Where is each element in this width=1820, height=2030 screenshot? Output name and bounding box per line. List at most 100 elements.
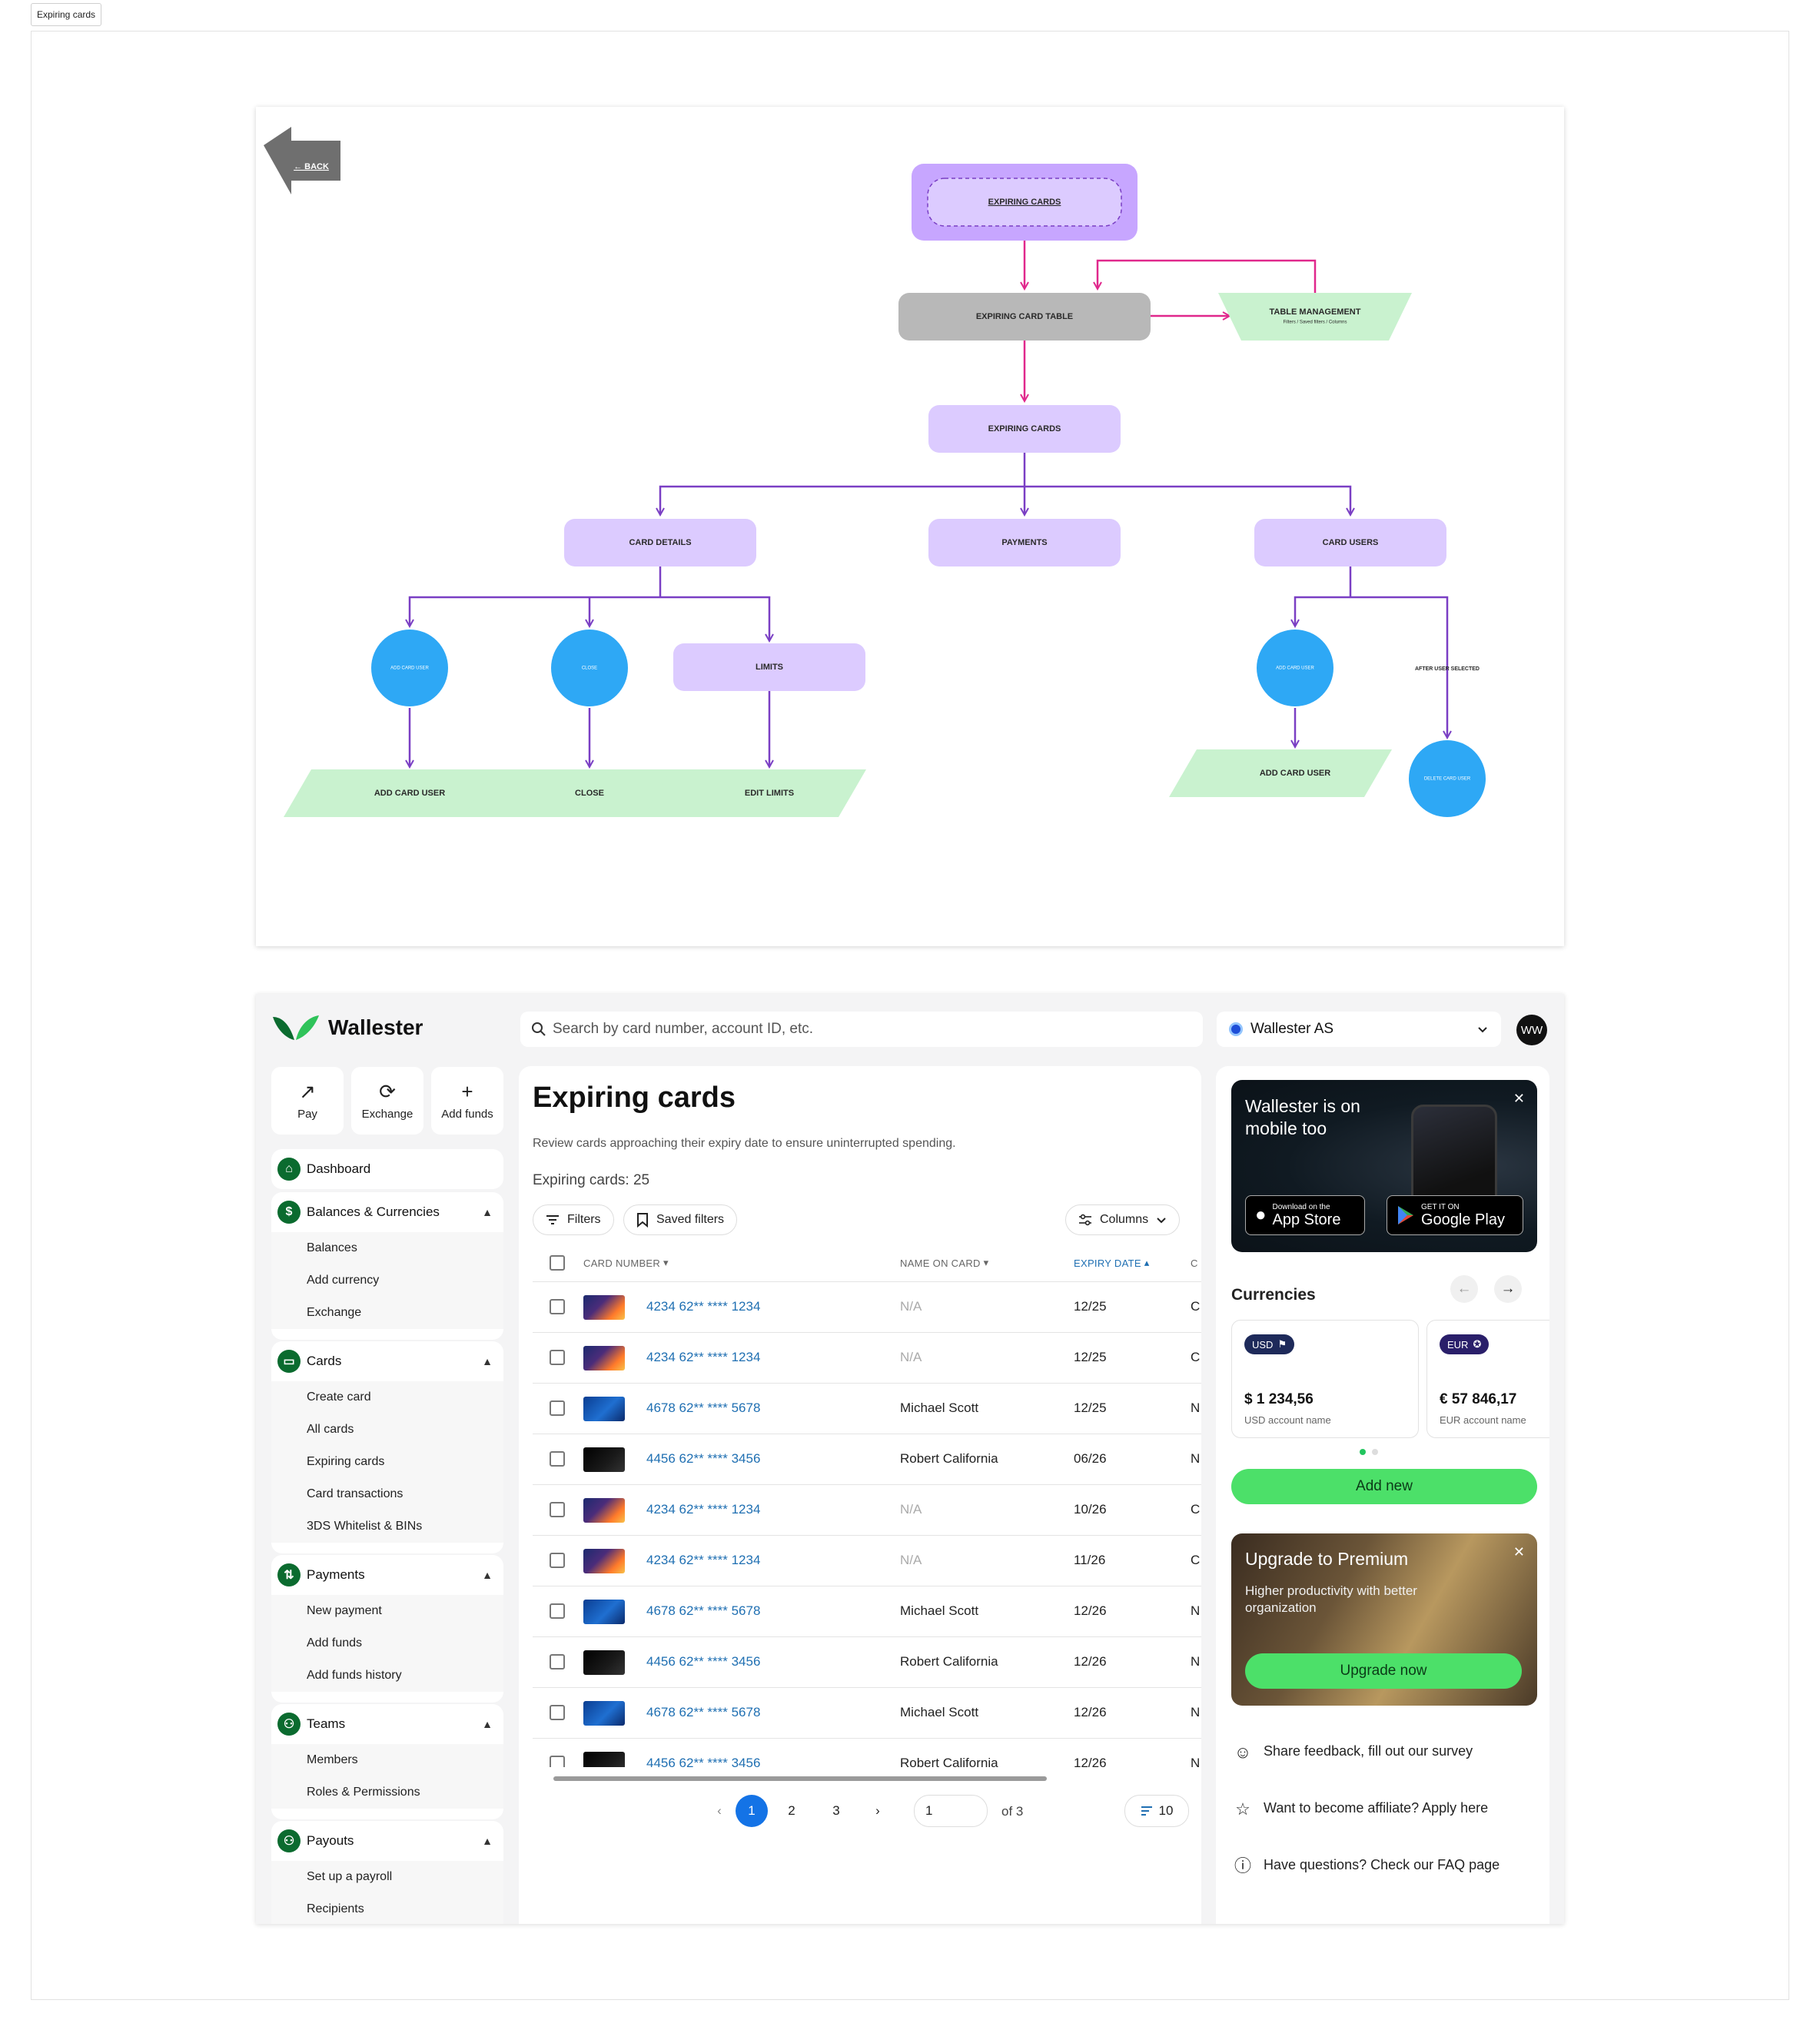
expiry-date: 06/26	[1074, 1451, 1107, 1466]
nav-cards-header[interactable]: ▭Cards▲	[271, 1341, 503, 1381]
avatar[interactable]: WW	[1516, 1015, 1547, 1045]
next-page-button[interactable]: ›	[875, 1803, 880, 1818]
currency-card-eur[interactable]: EUR✪ € 57 846,17 EUR account name	[1426, 1320, 1549, 1438]
sidebar-item-exchange[interactable]: Exchange	[271, 1297, 503, 1329]
select-all-checkbox[interactable]	[550, 1244, 565, 1281]
row-checkbox[interactable]	[550, 1400, 565, 1416]
close-icon[interactable]: ✕	[1513, 1544, 1525, 1560]
nav-balances-header[interactable]: $Balances & Currencies▲	[271, 1192, 503, 1232]
sidebar-item-recipients[interactable]: Recipients	[271, 1893, 503, 1924]
row-checkbox[interactable]	[550, 1553, 565, 1568]
expiry-date: 12/26	[1074, 1603, 1107, 1618]
currency-card-usd[interactable]: USD⚑ $ 1 234,56 USD account name	[1231, 1320, 1419, 1438]
card-number-link[interactable]: 4234 62** **** 1234	[646, 1553, 761, 1567]
flow-payments-label: PAYMENTS	[1001, 538, 1047, 547]
card-number-link[interactable]: 4456 62** **** 3456	[646, 1756, 761, 1767]
sidebar-item-add-currency[interactable]: Add currency	[271, 1264, 503, 1297]
row-checkbox[interactable]	[550, 1654, 565, 1670]
rows-per-page-selector[interactable]: 10	[1124, 1795, 1189, 1827]
nav-payments-header[interactable]: ⇅Payments▲	[271, 1555, 503, 1595]
col-expiry[interactable]: EXPIRY DATE ▴	[1074, 1257, 1150, 1269]
flow-output-add-user-right: ADD CARD USER	[1169, 749, 1392, 797]
dollar-icon: $	[277, 1201, 301, 1224]
filters-button[interactable]: Filters	[533, 1204, 614, 1235]
horizontal-scrollbar[interactable]	[553, 1776, 1047, 1781]
sidebar-item-card-transactions[interactable]: Card transactions	[271, 1478, 503, 1510]
upgrade-now-button[interactable]: Upgrade now	[1245, 1653, 1522, 1689]
sidebar-item-new-payment[interactable]: New payment	[271, 1595, 503, 1627]
nav-payouts-header[interactable]: ⚇Payouts▲	[271, 1821, 503, 1861]
sidebar-item-members[interactable]: Members	[271, 1744, 503, 1776]
columns-button[interactable]: Columns	[1065, 1204, 1181, 1235]
page-number-input[interactable]: 1	[914, 1795, 988, 1827]
add-funds-button[interactable]: +Add funds	[431, 1067, 503, 1135]
card-number-link[interactable]: 4234 62** **** 1234	[646, 1350, 761, 1364]
sidebar-item-3ds-whitelist[interactable]: 3DS Whitelist & BINs	[271, 1510, 503, 1543]
organization-selector[interactable]: Wallester AS	[1217, 1012, 1501, 1047]
nav-dashboard[interactable]: ⌂Dashboard	[271, 1149, 503, 1189]
card-number-link[interactable]: 4234 62** **** 1234	[646, 1299, 761, 1314]
page-1-button[interactable]: 1	[736, 1795, 768, 1827]
prev-currency-button[interactable]: ←	[1450, 1275, 1478, 1303]
pay-button[interactable]: ↗Pay	[271, 1067, 344, 1135]
page-3-button[interactable]: 3	[832, 1803, 840, 1818]
sidebar-item-create-card[interactable]: Create card	[271, 1381, 503, 1414]
search-input[interactable]: Search by card number, account ID, etc.	[520, 1012, 1203, 1047]
card-number-link[interactable]: 4456 62** **** 3456	[646, 1451, 761, 1466]
flow-circle-delete-user: DELETE CARD USER	[1409, 740, 1486, 817]
page-2-button[interactable]: 2	[788, 1803, 795, 1818]
card-number-link[interactable]: 4234 62** **** 1234	[646, 1502, 761, 1517]
feedback-link[interactable]: ☺ Share feedback, fill out our survey	[1234, 1743, 1473, 1762]
card-number-link[interactable]: 4678 62** **** 5678	[646, 1400, 761, 1415]
add-new-currency-button[interactable]: Add new	[1231, 1469, 1537, 1504]
expiry-date: 10/26	[1074, 1502, 1107, 1517]
card-number-link[interactable]: 4678 62** **** 5678	[646, 1603, 761, 1618]
row-checkbox[interactable]	[550, 1451, 565, 1467]
prev-page-button[interactable]: ‹	[717, 1803, 722, 1818]
sidebar-item-balances[interactable]: Balances	[271, 1232, 503, 1264]
sidebar-item-all-cards[interactable]: All cards	[271, 1414, 503, 1446]
card-thumbnail	[583, 1549, 625, 1573]
row-checkbox[interactable]	[550, 1299, 565, 1314]
back-button[interactable]: ← BACK	[264, 127, 340, 194]
currency-badge: USD⚑	[1244, 1334, 1295, 1354]
close-icon[interactable]: ✕	[1513, 1091, 1525, 1106]
exchange-button[interactable]: ⟳Exchange	[351, 1067, 423, 1135]
row-checkbox[interactable]	[550, 1603, 565, 1619]
row-checkbox[interactable]	[550, 1350, 565, 1365]
nav-group-cards: ▭Cards▲ Create card All cards Expiring c…	[271, 1341, 503, 1553]
card-number-link[interactable]: 4678 62** **** 5678	[646, 1705, 761, 1719]
row-checkbox[interactable]	[550, 1705, 565, 1720]
row-checkbox[interactable]	[550, 1756, 565, 1767]
sidebar-item-add-funds[interactable]: Add funds	[271, 1627, 503, 1660]
sidebar-item-roles[interactable]: Roles & Permissions	[271, 1776, 503, 1809]
faq-link[interactable]: ⓘ Have questions? Check our FAQ page	[1234, 1856, 1500, 1876]
nav-teams-header[interactable]: ⚇Teams▲	[271, 1704, 503, 1744]
sidebar-item-expiring-cards[interactable]: Expiring cards	[271, 1446, 503, 1478]
sidebar-item-add-funds-history[interactable]: Add funds history	[271, 1660, 503, 1692]
sidebar-item-setup-payroll[interactable]: Set up a payroll	[271, 1861, 503, 1893]
brand-logo[interactable]: Wallester	[271, 1012, 423, 1043]
col-name[interactable]: NAME ON CARD ▾	[900, 1257, 989, 1269]
card-number-link[interactable]: 4456 62** **** 3456	[646, 1654, 761, 1669]
affiliate-link[interactable]: ☆ Want to become affiliate? Apply here	[1233, 1799, 1533, 1819]
saved-filters-button[interactable]: Saved filters	[623, 1204, 738, 1235]
next-currency-button[interactable]: →	[1494, 1275, 1522, 1303]
truncated-cell: N	[1191, 1603, 1201, 1618]
frame-label: Expiring cards	[31, 3, 102, 26]
col-more[interactable]: C	[1191, 1257, 1198, 1269]
row-checkbox[interactable]	[550, 1502, 565, 1517]
col-card-number[interactable]: CARD NUMBER ▾	[583, 1257, 669, 1269]
